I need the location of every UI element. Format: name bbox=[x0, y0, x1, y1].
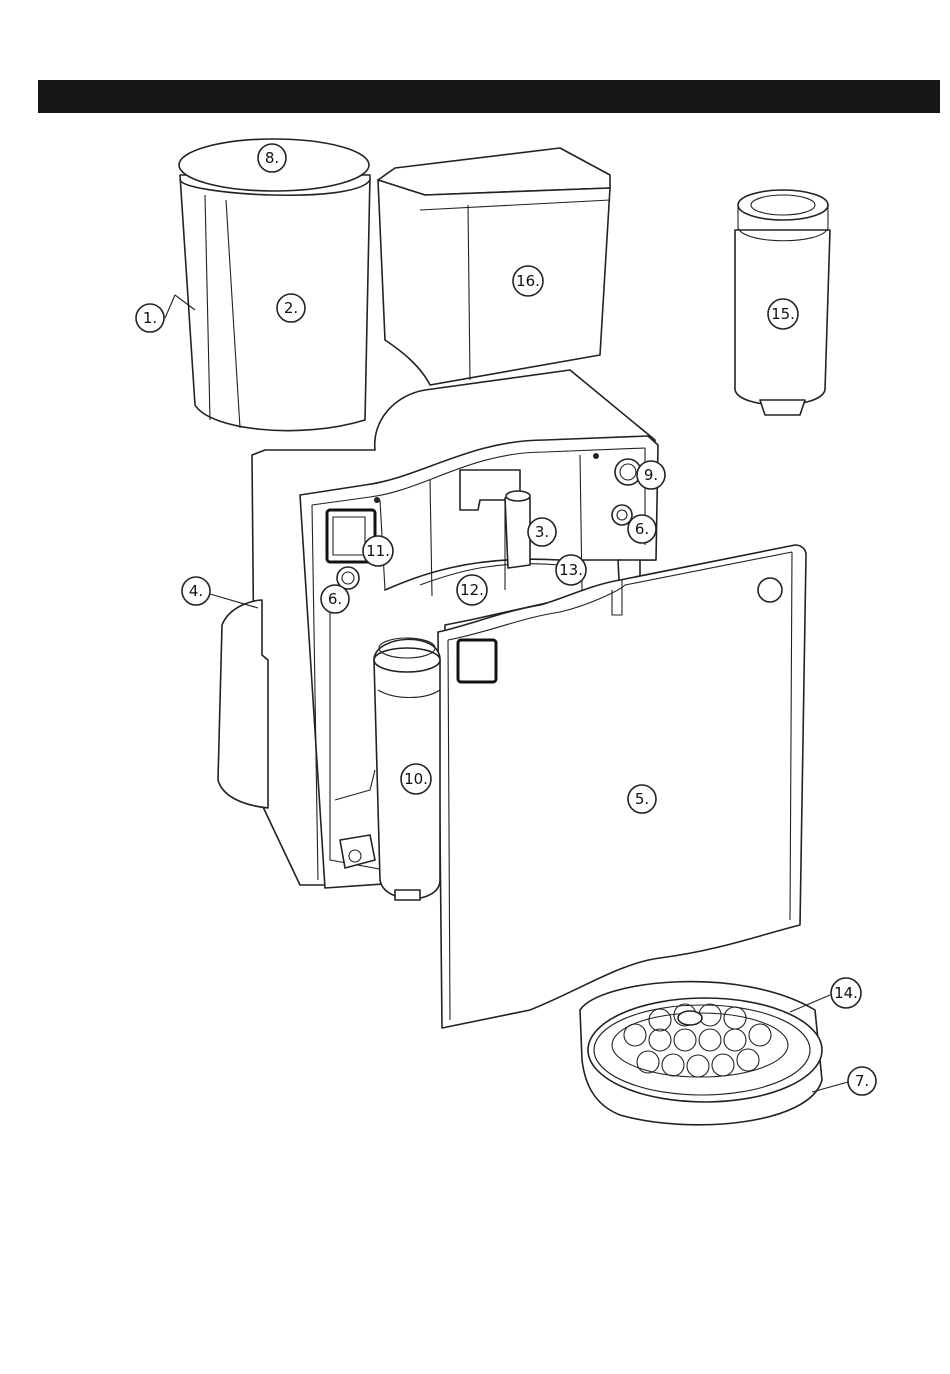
callout-12-label: 12. bbox=[460, 581, 484, 599]
callout-7-label: 7. bbox=[855, 1072, 869, 1090]
callout-3: 3. bbox=[528, 518, 556, 546]
callout-11-label: 11. bbox=[366, 542, 390, 560]
callout-15-label: 15. bbox=[771, 305, 795, 323]
callout-7: 7. bbox=[848, 1067, 876, 1095]
callout-13: 13. bbox=[556, 555, 586, 585]
callout-2: 2. bbox=[277, 294, 305, 322]
callout-10-label: 10. bbox=[404, 770, 428, 788]
lid bbox=[378, 148, 610, 385]
callout-13-label: 13. bbox=[559, 561, 583, 579]
callout-6-right: 6. bbox=[628, 515, 656, 543]
callout-8: 8. bbox=[258, 144, 286, 172]
callout-9: 9. bbox=[637, 461, 665, 489]
callout-11: 11. bbox=[363, 536, 393, 566]
callout-6-right-label: 6. bbox=[635, 520, 649, 538]
callout-1-label: 1. bbox=[143, 309, 157, 327]
lower-tank bbox=[218, 600, 268, 808]
callout-3-label: 3. bbox=[535, 523, 549, 541]
callout-6-left-label: 6. bbox=[328, 590, 342, 608]
callout-6-left: 6. bbox=[321, 585, 349, 613]
front-door bbox=[438, 545, 806, 1028]
callout-14: 14. bbox=[831, 978, 861, 1008]
callout-4: 4. bbox=[182, 577, 210, 605]
callout-1: 1. bbox=[136, 304, 164, 332]
callout-9-label: 9. bbox=[644, 466, 658, 484]
callout-8-label: 8. bbox=[265, 149, 279, 167]
callout-12: 12. bbox=[457, 575, 487, 605]
callout-5: 5. bbox=[628, 785, 656, 813]
callout-14-label: 14. bbox=[834, 984, 858, 1002]
callout-16: 16. bbox=[513, 266, 543, 296]
callout-5-label: 5. bbox=[635, 790, 649, 808]
top-reservoir bbox=[179, 139, 370, 431]
drip-tray bbox=[580, 982, 822, 1125]
callout-4-label: 4. bbox=[189, 582, 203, 600]
callout-10: 10. bbox=[401, 764, 431, 794]
callout-16-label: 16. bbox=[516, 272, 540, 290]
callout-2-label: 2. bbox=[284, 299, 298, 317]
callout-15: 15. bbox=[768, 299, 798, 329]
